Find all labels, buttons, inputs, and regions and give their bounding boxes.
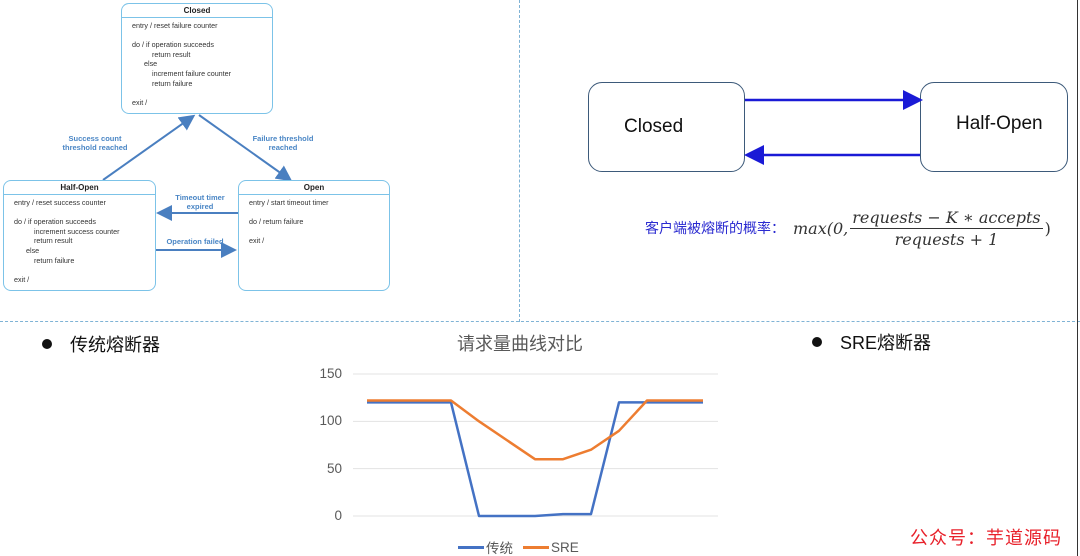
rejection-probability-formula: 客户端被熔断的概率： max(0, requests − K ∗ accepts…: [645, 208, 1051, 249]
legend-swatch: [523, 545, 549, 549]
box-half-open-label: Half-Open: [956, 113, 1043, 134]
formula-prefix: max(0,: [793, 218, 849, 238]
y-tick: 50: [326, 461, 342, 476]
series-line-sre: [367, 399, 703, 461]
state-closed: Closed entry / reset failure counter do …: [121, 3, 273, 114]
horizontal-divider: [0, 321, 1080, 322]
chart-title: 请求量曲线对比: [457, 334, 583, 354]
formula-label: 客户端被熔断的概率：: [645, 220, 785, 236]
legend-item-sre: SRE: [523, 540, 579, 555]
state-arrows: [102, 114, 293, 258]
legend-item-traditional: 传统: [458, 537, 513, 556]
section-traditional: 传统熔断器: [42, 331, 160, 357]
state-half-open: Half-Open entry / reset success counter …: [3, 180, 156, 291]
formula-denominator: requests + 1: [894, 229, 999, 249]
vertical-divider: [519, 0, 520, 322]
section-sre-label: SRE熔断器: [840, 333, 932, 353]
box-half-open: Half-Open: [920, 82, 1068, 172]
legend-label: SRE: [551, 539, 579, 555]
state-closed-title: Closed: [122, 4, 272, 18]
formula-suffix: ): [1044, 218, 1051, 238]
section-traditional-label: 传统熔断器: [70, 335, 160, 355]
section-sre: SRE熔断器: [812, 329, 931, 355]
y-tick: 150: [319, 366, 342, 381]
y-tick: 100: [319, 413, 342, 428]
state-closed-body: entry / reset failure counter do / if op…: [132, 21, 232, 107]
state-half-open-body: entry / reset success counter do / if op…: [14, 198, 120, 284]
label-failure-threshold: Failure threshold reached: [252, 134, 314, 152]
legend-label: 传统: [486, 541, 513, 556]
state-open-title: Open: [239, 181, 389, 195]
label-success-threshold: Success count threshold reached: [62, 134, 128, 152]
series-line-traditional: [367, 401, 703, 518]
bullet-icon: [812, 337, 822, 347]
formula-math: max(0, requests − K ∗ accepts requests +…: [793, 208, 1051, 249]
right-edge-line: [1077, 0, 1078, 556]
chart-legend: 传统 SRE: [458, 537, 589, 556]
state-open-body: entry / start timeout timer do / return …: [249, 198, 329, 246]
formula-fraction: requests − K ∗ accepts requests + 1: [850, 207, 1043, 249]
box-closed-label: Closed: [624, 116, 684, 137]
state-open: Open entry / start timeout timer do / re…: [238, 180, 390, 291]
watermark: 公众号：芋道源码: [910, 528, 1062, 548]
label-operation-failed: Operation failed: [166, 237, 224, 246]
formula-numerator: requests − K ∗ accepts: [850, 207, 1043, 229]
label-timeout-expired: Timeout timer expired: [175, 193, 225, 211]
y-tick: 0: [334, 508, 342, 523]
state-half-open-title: Half-Open: [4, 181, 155, 195]
sre-arrows: [744, 90, 923, 165]
box-closed: Closed: [588, 82, 745, 172]
legend-swatch: [458, 545, 484, 549]
bullet-icon: [42, 339, 52, 349]
